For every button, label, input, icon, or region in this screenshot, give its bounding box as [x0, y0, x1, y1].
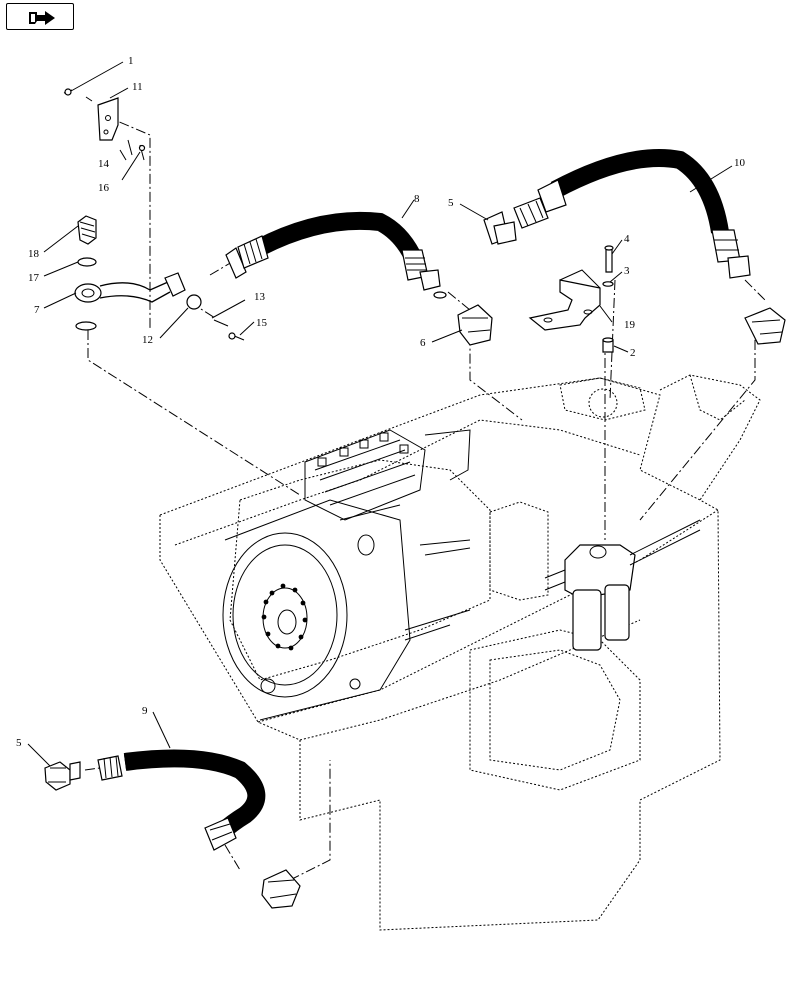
- callout-leaders: [27, 61, 733, 767]
- callout-8[interactable]: 8: [414, 193, 420, 205]
- control-valve-block: [304, 429, 471, 641]
- elbow-fitting-6: [457, 304, 493, 346]
- callout-11[interactable]: 11: [132, 81, 143, 93]
- callout-16[interactable]: 16: [98, 182, 110, 194]
- callout-14[interactable]: 14: [98, 158, 110, 170]
- hose-10: [483, 149, 786, 345]
- callout-17[interactable]: 17: [28, 272, 40, 284]
- back-arrow-icon: [29, 11, 55, 25]
- callout-10[interactable]: 10: [734, 157, 746, 169]
- hose-9: [44, 749, 301, 909]
- callout-5-bottom[interactable]: 5: [16, 737, 22, 749]
- callout-18[interactable]: 18: [28, 248, 40, 260]
- callout-12[interactable]: 12: [142, 334, 153, 346]
- tube-7-assembly: [74, 215, 245, 341]
- bracket-11: [63, 88, 146, 161]
- bracket-19: [528, 245, 614, 353]
- callout-19[interactable]: 19: [624, 319, 636, 331]
- callout-9[interactable]: 9: [142, 705, 148, 717]
- callout-3[interactable]: 3: [624, 265, 630, 277]
- callout-6[interactable]: 6: [420, 337, 426, 349]
- callout-15[interactable]: 15: [256, 317, 268, 329]
- flywheel-housing: [222, 499, 411, 721]
- callout-7[interactable]: 7: [34, 304, 40, 316]
- hose-8: [225, 211, 447, 299]
- callout-1[interactable]: 1: [128, 55, 134, 67]
- callout-5-top[interactable]: 5: [448, 197, 454, 209]
- callout-4[interactable]: 4: [624, 233, 630, 245]
- callout-13[interactable]: 13: [254, 291, 266, 303]
- back-button[interactable]: [6, 3, 74, 30]
- filter-assembly: [544, 519, 701, 651]
- frame-phantom: [159, 374, 761, 931]
- callout-labels: 1 11 14 16 18 17 7 12 13 15 8 6 5 10 4 3…: [16, 55, 746, 749]
- callout-2[interactable]: 2: [630, 347, 636, 359]
